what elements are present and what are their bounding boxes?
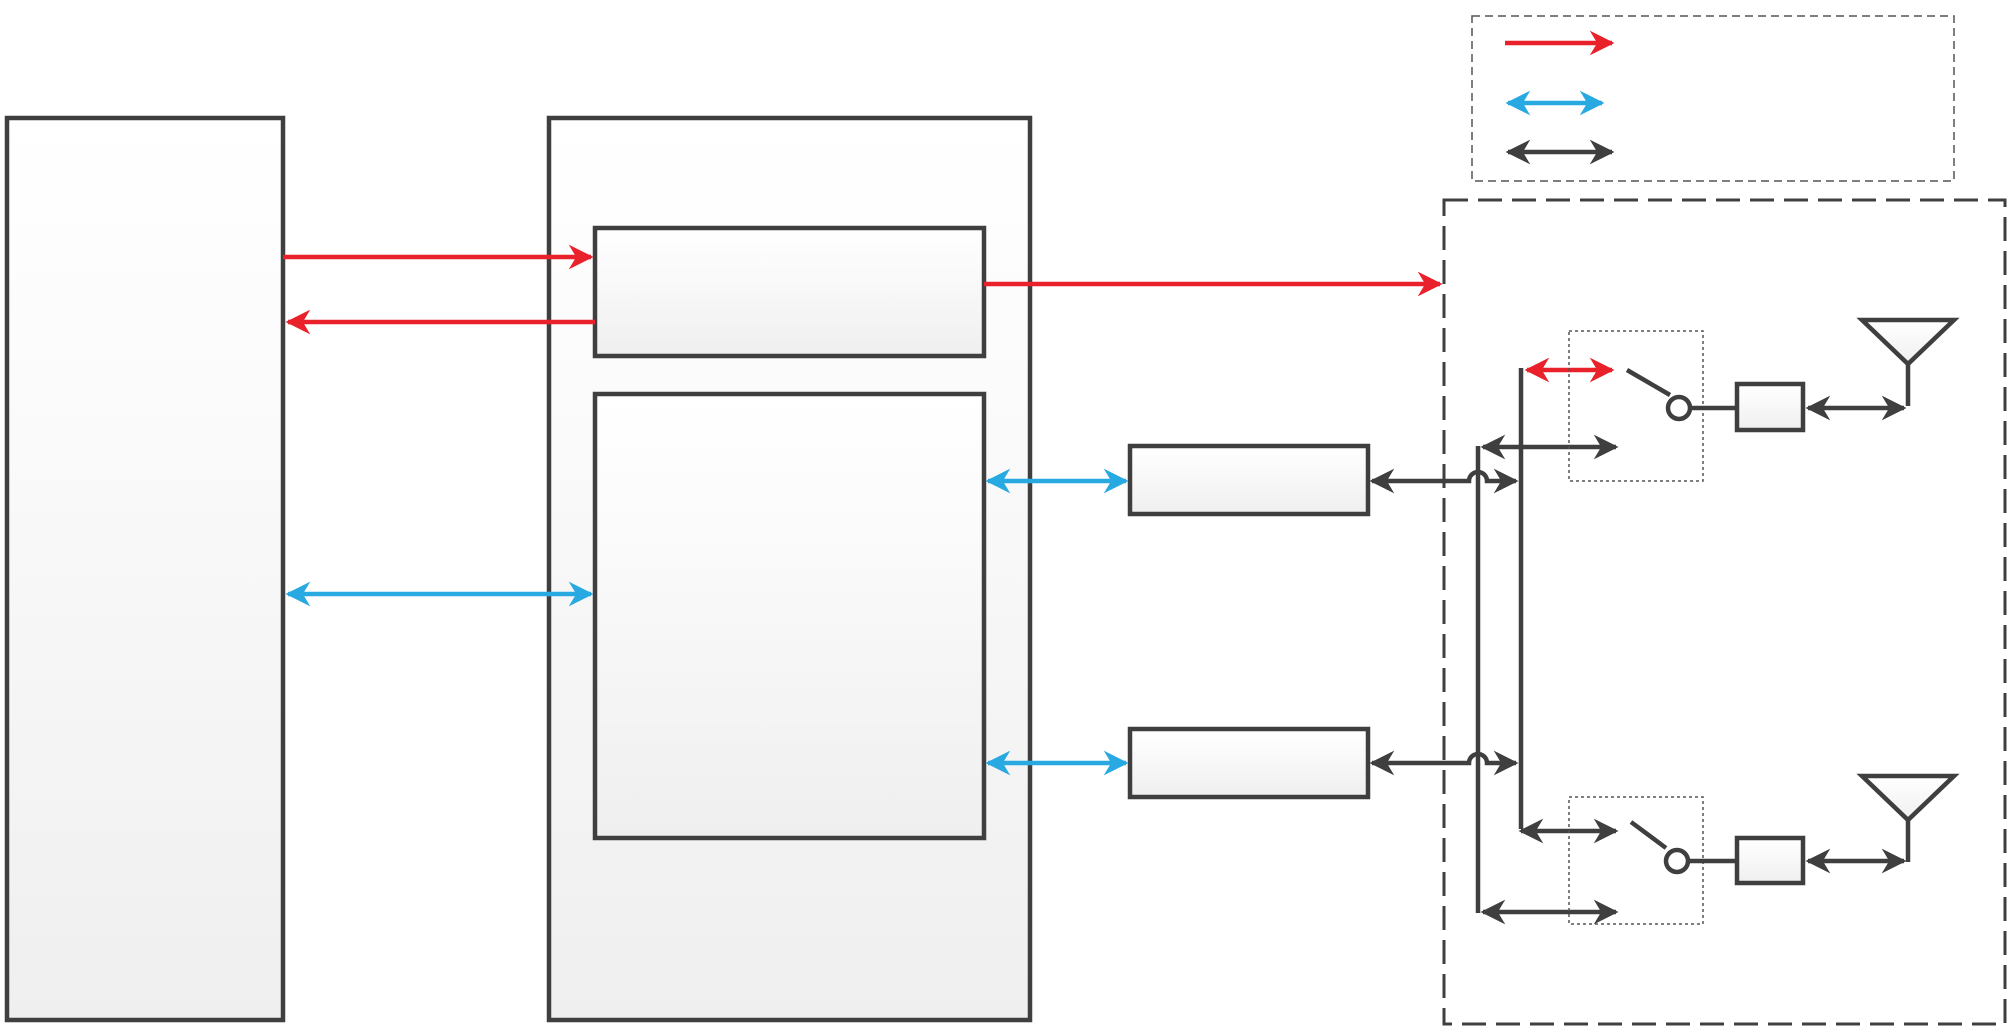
- frontend-upper-block: [1127, 443, 1371, 517]
- rf-switch-icon: [1625, 368, 1737, 422]
- rf-switch-icon: [1629, 820, 1737, 875]
- controller-block: [592, 225, 987, 359]
- host-block: [4, 115, 286, 1023]
- antenna-icon: [1856, 317, 1960, 406]
- filter-lower-block: [1734, 835, 1806, 886]
- rf-module-region: [1442, 198, 2007, 1026]
- switch-area-upper: [1568, 330, 1704, 482]
- frontend-lower-block: [1127, 726, 1371, 800]
- filter-upper-block: [1734, 381, 1806, 433]
- transceiver-block: [592, 391, 987, 841]
- antenna-icon: [1856, 773, 1960, 862]
- rf-wiring: [1369, 368, 1619, 925]
- switch-area-lower: [1568, 796, 1704, 925]
- legend-box: [1471, 15, 1955, 182]
- legend: [1471, 15, 1955, 182]
